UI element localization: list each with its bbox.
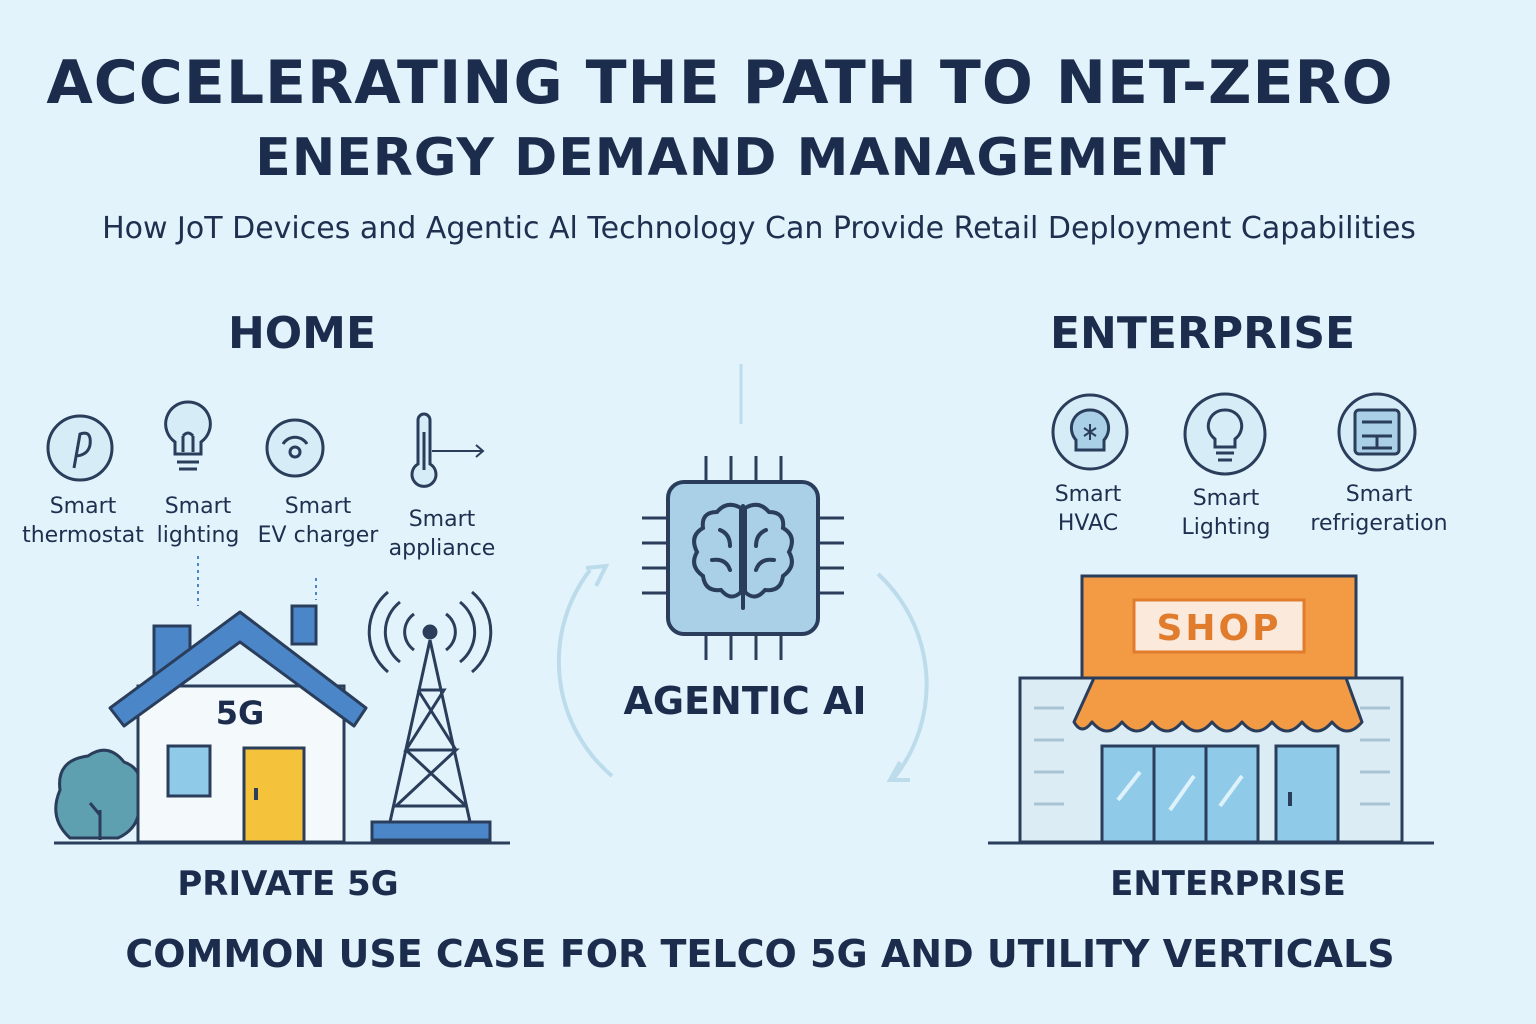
device-label-smart-lighting: Smart Lighting xyxy=(1181,486,1271,540)
ai-brain-chip-icon xyxy=(642,456,844,660)
house-illustration: 5G xyxy=(54,604,368,844)
tree-icon xyxy=(54,748,142,840)
shop-illustration: SHOP xyxy=(1018,574,1404,844)
refrigeration-icon xyxy=(1337,392,1417,472)
device-label-smart-thermostat: Smart thermostat xyxy=(22,494,144,548)
page-title: ACCELERATING THE PATH TO NET-ZERO xyxy=(46,48,1394,118)
page-tagline: How JoT Devices and Agentic Al Technolog… xyxy=(102,211,1416,246)
device-label-smart-ev-charger: Smart EV charger xyxy=(257,494,379,548)
home-heading: HOME xyxy=(227,308,377,359)
enterprise-bottom-label: ENTERPRISE xyxy=(1110,864,1346,904)
enterprise-heading: ENTERPRISE xyxy=(1050,308,1356,359)
device-label-smart-refrigeration: Smart refrigeration xyxy=(1310,482,1448,536)
house-5g-label: 5G xyxy=(216,694,265,732)
private-5g-label: PRIVATE 5G xyxy=(177,864,399,904)
agentic-ai-label: AGENTIC AI xyxy=(623,679,866,723)
shop-sign: SHOP xyxy=(1156,608,1281,649)
cycle-arrows xyxy=(556,563,929,782)
light-bulb-icon xyxy=(1183,392,1267,476)
device-label-smart-hvac: Smart HVAC xyxy=(1054,482,1122,536)
cell-tower-icon xyxy=(367,590,493,842)
ev-charger-icon xyxy=(265,418,325,478)
page-subtitle: ENERGY DEMAND MANAGEMENT xyxy=(255,128,1227,188)
device-label-smart-lighting: Smart lighting xyxy=(156,494,240,548)
device-label-smart-appliance: Smart appliance xyxy=(388,507,496,561)
light-bulb-icon xyxy=(164,400,212,471)
footer-caption: COMMON USE CASE FOR TELCO 5G AND UTILITY… xyxy=(125,932,1395,976)
thermostat-icon xyxy=(46,414,114,482)
thermometer-icon xyxy=(410,412,485,488)
hvac-icon xyxy=(1051,393,1129,471)
